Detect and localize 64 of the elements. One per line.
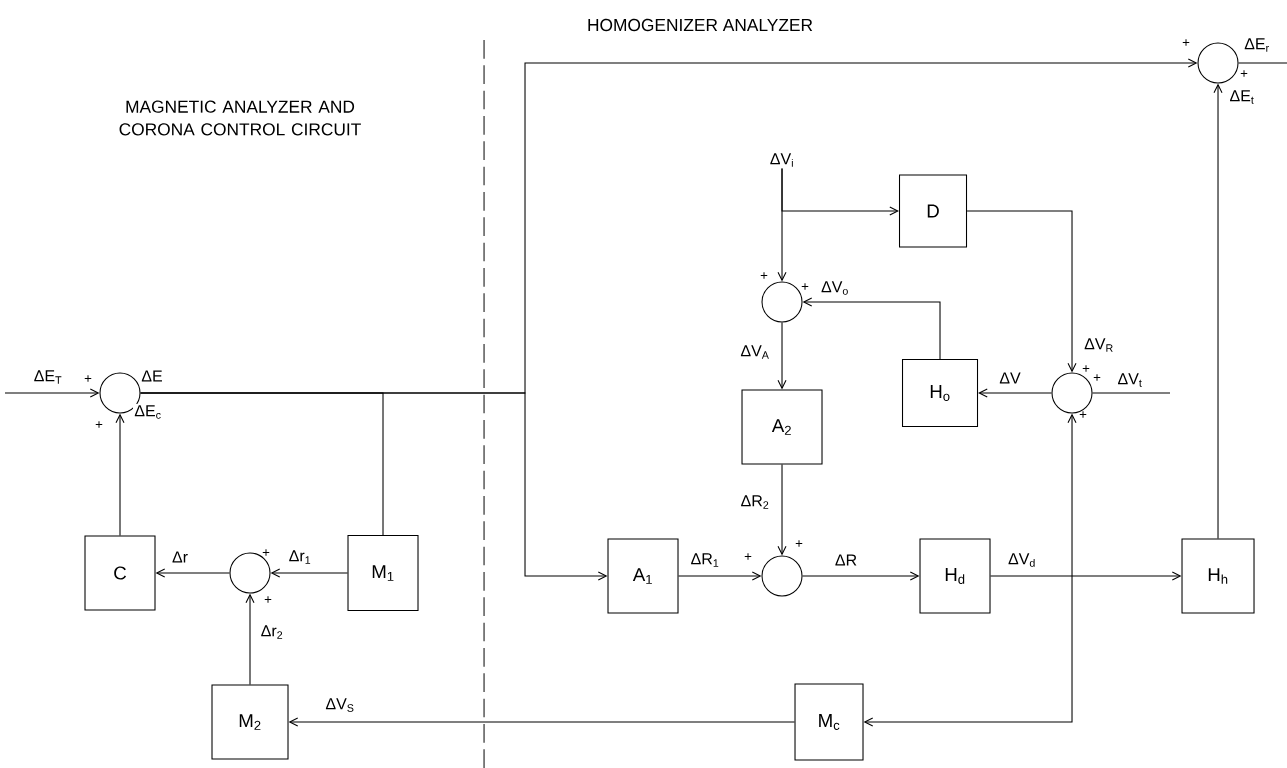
arrow — [678, 571, 762, 581]
arrow — [978, 388, 1052, 398]
sign-label: + — [84, 375, 92, 382]
edge-label: Δr$_{2}$ — [259, 623, 285, 641]
edge-label: ΔR$_{2}$ — [739, 493, 771, 511]
edge-label: Δr$_{1}$ — [287, 548, 313, 566]
summing-junction — [1197, 42, 1239, 84]
block-box: M$_{2}$ — [211, 684, 289, 760]
arrow — [863, 413, 1077, 727]
arrow — [781, 168, 899, 216]
edge-label: ΔV$_{S}$ — [324, 696, 356, 714]
sign-label: + — [95, 421, 103, 428]
edge-label: ΔV$_{o}$ — [819, 279, 851, 297]
edge-label: ΔV$_{A}$ — [739, 343, 771, 361]
edge-label: ΔE — [140, 369, 164, 383]
arrow — [245, 593, 255, 685]
arrow — [270, 568, 348, 578]
block-box: H$_{d}$ — [919, 538, 991, 614]
edge-label: ΔR — [833, 553, 859, 567]
edge-label: ΔE$_{c}$ — [133, 403, 163, 421]
arrow — [777, 464, 787, 556]
signal-label: ΔV$_{i}$ — [770, 153, 793, 167]
arrow — [155, 568, 230, 578]
sign-label: + — [1240, 70, 1248, 77]
edge-label: Δr — [170, 550, 190, 564]
edge-label: ΔV — [998, 371, 1023, 385]
sign-label: + — [760, 272, 768, 279]
sign-label: + — [1093, 374, 1101, 381]
block-box: M$_{1}$ — [347, 534, 419, 612]
sign-label: + — [1182, 39, 1190, 46]
arrow — [288, 717, 795, 727]
summing-junction — [761, 555, 803, 597]
edge-label: ΔR$_{1}$ — [689, 551, 721, 569]
sign-label: + — [744, 553, 752, 560]
edge-label: ΔV$_{R}$ — [1082, 336, 1116, 354]
arrow — [115, 413, 125, 536]
section-heading: HOMOGENIZER ANALYZER — [588, 18, 813, 32]
block-box: C — [84, 535, 156, 611]
sign-label: + — [1082, 365, 1090, 372]
sign-label: + — [264, 596, 272, 603]
edge-label: ΔE$_{t}$ — [1228, 88, 1256, 106]
block-box: M$_{c}$ — [794, 683, 864, 761]
edge-label: ΔE$_{r}$ — [1242, 36, 1272, 54]
block-box: D — [898, 174, 968, 248]
arrow — [966, 210, 1077, 373]
sign-label: + — [795, 540, 803, 547]
edge-label: ΔE$_{T}$ — [32, 368, 64, 386]
block-box: H$_{o}$ — [901, 358, 979, 428]
arrow — [4, 388, 100, 398]
sign-label: + — [801, 283, 809, 290]
arrow — [802, 571, 920, 581]
sign-label: + — [262, 549, 270, 556]
block-box: A$_{2}$ — [741, 389, 823, 465]
arrow — [990, 571, 1182, 581]
block-box: A$_{1}$ — [607, 538, 679, 614]
sign-label: + — [1079, 411, 1087, 418]
edge-label: ΔV$_{t}$ — [1116, 371, 1144, 389]
edge-label: ΔV$_{d}$ — [1006, 551, 1038, 569]
arrow — [802, 297, 941, 360]
section-heading: MAGNETIC ANALYZER AND CORONA CONTROL CIRCUIT — [119, 100, 361, 136]
arrow — [777, 322, 787, 390]
block-box: H$_{h}$ — [1181, 538, 1255, 614]
summing-junction — [761, 281, 803, 323]
arrow — [1213, 83, 1223, 539]
